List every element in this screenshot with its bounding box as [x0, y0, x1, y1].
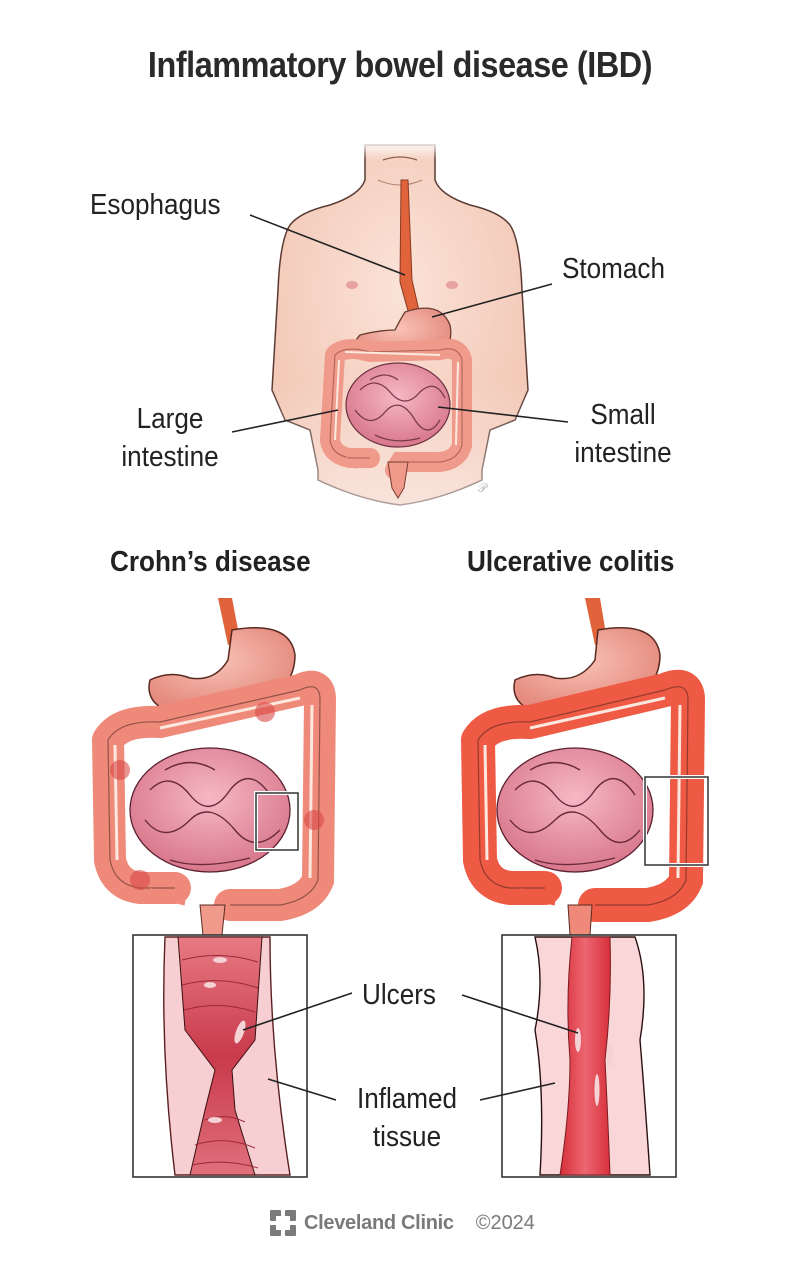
label-inflamed-tissue-line1: Inflamed — [356, 1083, 458, 1115]
label-small-intestine-line1: Small — [590, 399, 656, 431]
label-small-intestine: Small intestine — [560, 396, 686, 472]
label-ulcers: Ulcers — [362, 979, 436, 1011]
label-small-intestine-line2: intestine — [574, 437, 672, 469]
ulcerative-colitis-detail-panel — [501, 934, 677, 1178]
crohns-detail-panel — [132, 934, 308, 1178]
section-title-crohns: Crohn’s disease — [110, 546, 311, 578]
label-inflamed-tissue-line2: tissue — [372, 1121, 442, 1153]
label-large-intestine-line1: Large — [136, 403, 204, 435]
page-title: Inflammatory bowel disease (IBD) — [147, 44, 653, 85]
brand-name: Cleveland Clinic — [304, 1211, 454, 1234]
footer: Cleveland Clinic ©2024 — [270, 1208, 535, 1238]
section-title-ulcerative-colitis: Ulcerative colitis — [467, 546, 675, 578]
label-large-intestine-line2: intestine — [121, 441, 219, 473]
label-large-intestine: Large intestine — [107, 400, 233, 476]
label-stomach: Stomach — [562, 253, 666, 285]
label-esophagus: Esophagus — [90, 189, 221, 221]
cleveland-clinic-logo-icon — [270, 1210, 296, 1236]
label-inflamed-tissue: Inflamed tissue — [344, 1080, 470, 1156]
copyright: ©2024 — [475, 1211, 535, 1234]
svg-text:𝒫: 𝒫 — [478, 481, 488, 495]
